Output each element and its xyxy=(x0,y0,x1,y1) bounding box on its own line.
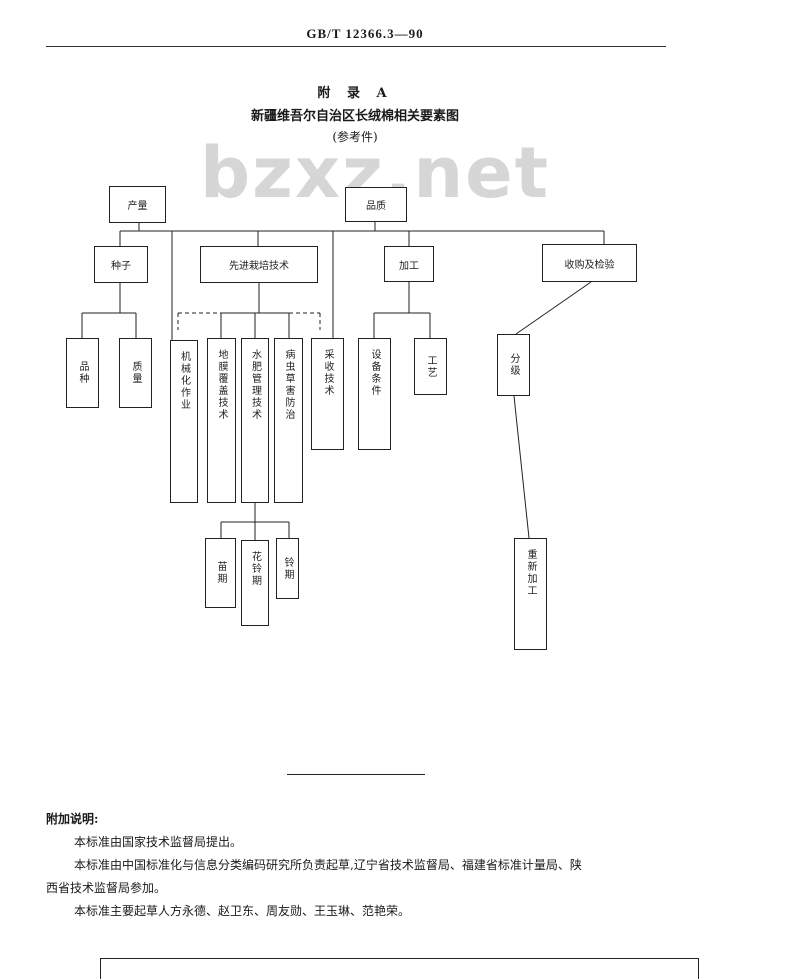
node-mulch-tech: 地膜覆盖技术 xyxy=(207,338,236,503)
appendix-label: 附 录 A xyxy=(317,86,393,101)
node-quality-label: 品质 xyxy=(366,201,386,212)
additional-notes: 附加说明: 本标准由国家技术监督局提出。 本标准由中国标准化与信息分类编码研究所… xyxy=(46,808,671,923)
node-yield-label: 产量 xyxy=(127,201,148,212)
figure-title: 新疆维吾尔自治区长绒棉相关要素图 xyxy=(250,109,459,124)
node-reprocess-label: 重新加工 xyxy=(525,549,536,597)
appendix-title-block: 附 录 A 新疆维吾尔自治区长绒棉相关要素图 (参考件) xyxy=(0,82,710,145)
node-advanced-tech: 先进栽培技术 xyxy=(200,246,318,283)
header-rule xyxy=(46,46,666,47)
figure-subtitle: (参考件) xyxy=(332,130,378,144)
node-mechanization: 机械化作业 xyxy=(170,340,198,503)
node-quality: 品质 xyxy=(345,187,407,222)
notes-heading: 附加说明: xyxy=(46,812,99,826)
node-flowering-stage: 花铃期 xyxy=(241,540,269,626)
standard-header: GB/T 12366.3—90 xyxy=(306,26,424,41)
node-boll-stage: 铃期 xyxy=(276,538,299,599)
notes-line-1: 本标准由国家技术监督局提出。 xyxy=(74,835,243,849)
node-seedling-stage-label: 苗期 xyxy=(215,561,226,585)
node-boll-stage-label: 铃期 xyxy=(282,556,293,581)
node-picking-tech: 采收技术 xyxy=(311,338,344,450)
node-reprocess: 重新加工 xyxy=(514,538,547,650)
notes-line-2a: 本标准由中国标准化与信息分类编码研究所负责起草,辽宁省技术监督局、福建省标准计量… xyxy=(74,858,582,872)
page-bottom-frame xyxy=(100,958,699,979)
node-seed-label: 种子 xyxy=(111,261,131,272)
node-pest-control: 病虫草害防治 xyxy=(274,338,303,503)
node-seedling-stage: 苗期 xyxy=(205,538,236,608)
node-processing: 加工 xyxy=(384,246,434,282)
node-purchase-label: 收购及检验 xyxy=(564,259,615,271)
node-grading: 分级 xyxy=(497,334,530,396)
node-flowering-stage-label: 花铃期 xyxy=(249,551,261,587)
node-processing-label: 加工 xyxy=(399,260,419,272)
node-seed-quality-label: 质量 xyxy=(130,361,141,385)
node-picking-tech-label: 采收技术 xyxy=(322,349,333,397)
node-variety: 品种 xyxy=(66,338,99,408)
node-mechanization-label: 机械化作业 xyxy=(178,351,190,411)
notes-line-3: 本标准主要起草人方永德、赵卫东、周友勋、王玉琳、范艳荣。 xyxy=(74,904,411,918)
node-advanced-tech-label: 先进栽培技术 xyxy=(229,261,289,272)
node-mulch-tech-label: 地膜覆盖技术 xyxy=(216,349,227,421)
node-water-fert-tech: 水肥管理技术 xyxy=(241,338,269,503)
node-seed: 种子 xyxy=(94,246,148,283)
node-craft: 工艺 xyxy=(414,338,447,395)
node-craft-label: 工艺 xyxy=(425,354,436,379)
node-grading-label: 分级 xyxy=(508,353,519,377)
node-yield: 产量 xyxy=(109,186,166,223)
node-seed-quality: 质量 xyxy=(119,338,152,408)
notes-separator xyxy=(287,774,425,775)
node-equipment: 设备条件 xyxy=(358,338,391,450)
node-equipment-label: 设备条件 xyxy=(369,349,380,397)
node-variety-label: 品种 xyxy=(77,361,88,385)
node-purchase: 收购及检验 xyxy=(542,244,637,282)
node-water-fert-tech-label: 水肥管理技术 xyxy=(249,349,261,421)
notes-line-2b: 西省技术监督局参加。 xyxy=(46,881,167,895)
node-pest-control-label: 病虫草害防治 xyxy=(283,349,294,421)
